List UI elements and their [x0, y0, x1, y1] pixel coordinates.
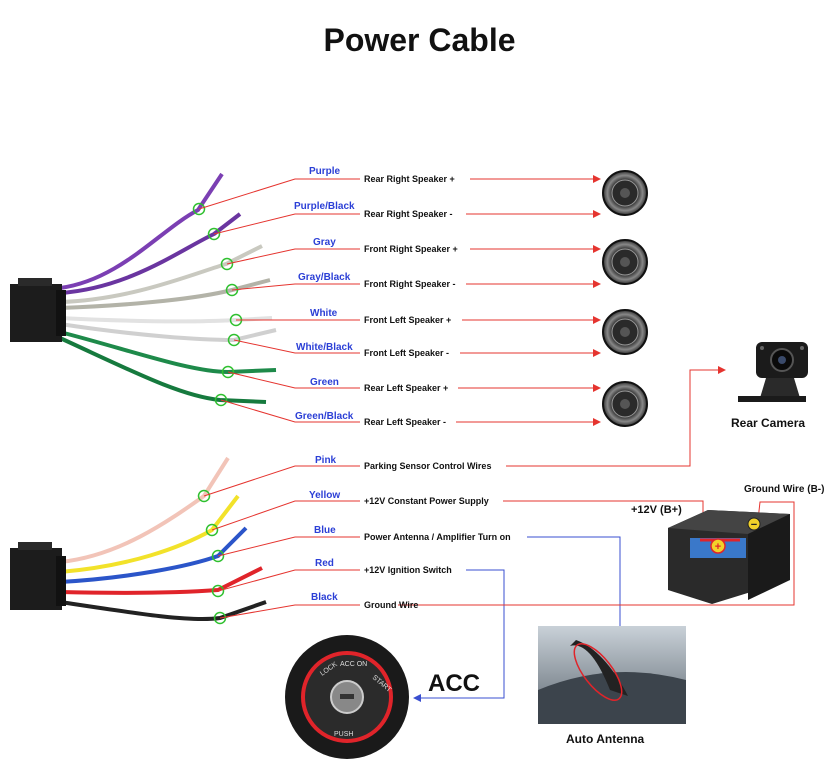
wire-function-label: Parking Sensor Control Wires — [364, 461, 492, 471]
wire-function-label: Rear Left Speaker - — [364, 417, 447, 427]
wire-function-label: Front Left Speaker + — [364, 315, 452, 325]
green-black-wire — [59, 336, 267, 404]
battery-icon: + − — [668, 510, 790, 604]
purple-wire — [59, 172, 224, 290]
svg-text:ACC ON: ACC ON — [340, 661, 367, 668]
white-black-wire — [59, 322, 277, 343]
auto-antenna-label: Auto Antenna — [566, 732, 645, 746]
svg-text:PUSH: PUSH — [334, 731, 353, 738]
wire-color-label: Blue — [314, 525, 336, 536]
wire-color-label: Green/Black — [295, 411, 354, 422]
wire-color-label: Red — [315, 558, 334, 569]
wire-color-label: Black — [311, 592, 338, 603]
wire-function-label: Front Right Speaker + — [364, 244, 458, 254]
wire-color-label: White — [310, 308, 338, 319]
wire-color-label: White/Black — [296, 342, 353, 353]
speaker-connector — [10, 278, 66, 342]
black-wire — [59, 600, 267, 622]
wire-function-label: Front Left Speaker - — [364, 348, 450, 358]
wire-color-label: Green — [310, 377, 339, 388]
red-wire — [59, 566, 263, 595]
pink-wire — [59, 456, 230, 564]
wire-function-label: Power Antenna / Amplifier Turn on — [364, 532, 511, 542]
rear-camera-icon — [738, 342, 808, 402]
wire-color-label: Yellow — [309, 490, 341, 501]
wire-function-label: Rear Right Speaker - — [364, 209, 453, 219]
svg-text:+: + — [715, 541, 721, 553]
wire-function-label: Ground Wire — [364, 600, 419, 610]
acc-label: ACC — [428, 670, 480, 697]
purple-black-wire — [59, 212, 242, 295]
speaker-icon — [602, 239, 648, 285]
speaker-icon — [602, 170, 648, 216]
speaker-wire-bundle — [59, 172, 277, 404]
wire-function-label: Rear Right Speaker + — [364, 174, 455, 184]
auto-antenna-photo — [538, 626, 686, 724]
wire-function-label: Front Right Speaker - — [364, 279, 456, 289]
rear-camera-label: Rear Camera — [731, 416, 806, 430]
wire-function-label: +12V Constant Power Supply — [364, 496, 489, 506]
gray-wire — [59, 244, 263, 304]
ignition-switch-icon: LOCK ACC ON START PUSH — [285, 635, 409, 759]
svg-text:−: − — [751, 519, 757, 531]
white-wire — [59, 316, 273, 324]
wire-color-label: Purple — [309, 166, 341, 177]
power-wire-bundle — [59, 456, 267, 622]
speaker-leader-lines — [198, 175, 601, 426]
wire-color-label: Pink — [315, 455, 337, 466]
wire-color-label: Gray/Black — [298, 272, 351, 283]
speaker-icon — [602, 309, 648, 355]
speaker-icon — [602, 381, 648, 427]
page-title: Power Cable — [323, 22, 516, 58]
ground-wire-label: Ground Wire (B-) — [744, 484, 825, 495]
wire-color-label: Purple/Black — [294, 201, 355, 212]
battery-positive-label: +12V (B+) — [631, 504, 682, 516]
wire-color-label: Gray — [313, 237, 336, 248]
power-connector — [10, 542, 66, 610]
green-wire — [59, 330, 277, 375]
wire-function-label: Rear Left Speaker + — [364, 383, 449, 393]
wire-function-label: +12V Ignition Switch — [364, 565, 452, 575]
